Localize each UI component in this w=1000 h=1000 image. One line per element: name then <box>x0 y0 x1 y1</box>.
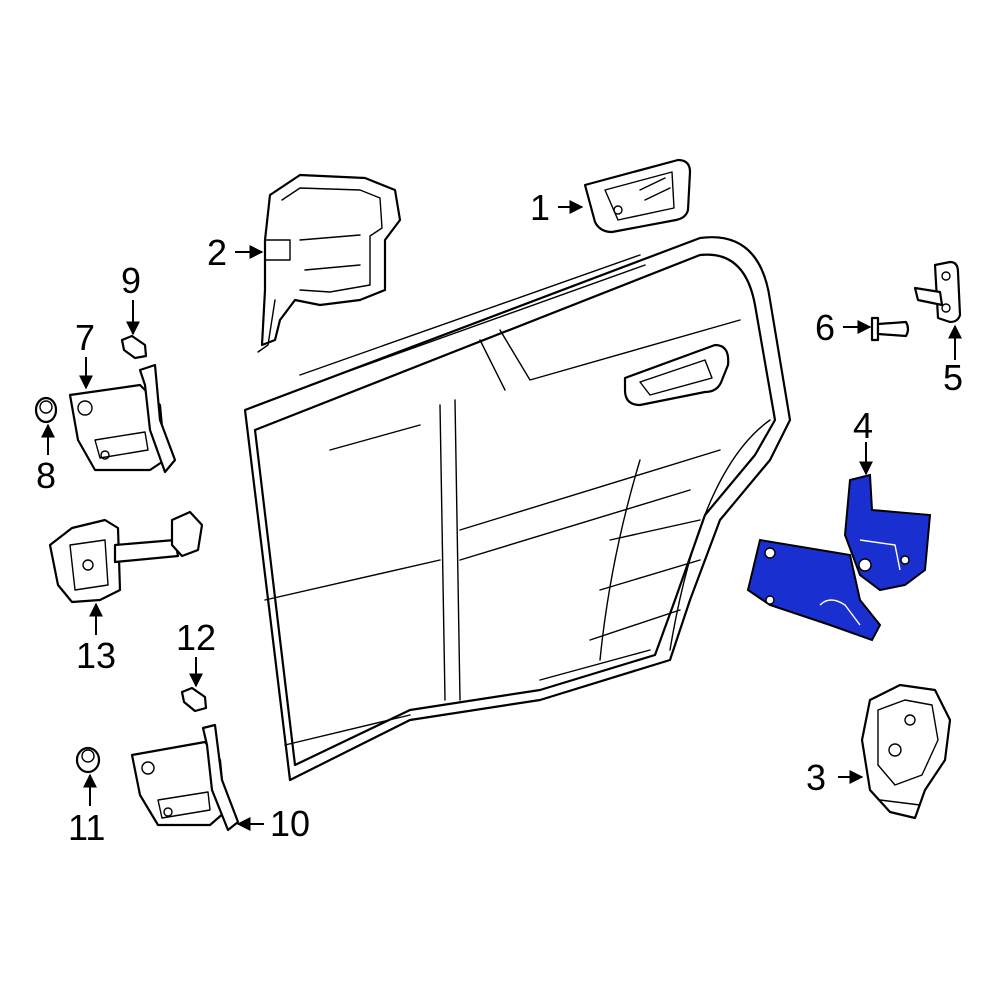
callout-10: 10 <box>270 803 310 844</box>
callout-5: 5 <box>943 357 963 398</box>
callout-labels: 1 2 3 4 5 6 7 8 9 10 11 12 13 <box>36 187 963 848</box>
callout-4: 4 <box>853 405 873 446</box>
callout-3: 3 <box>806 757 826 798</box>
part-2-door-latch <box>257 173 402 353</box>
part-8-nut <box>34 396 58 424</box>
callout-11: 11 <box>68 807 105 848</box>
door-shell <box>243 236 792 782</box>
callout-1: 1 <box>530 187 550 228</box>
callout-12: 12 <box>176 617 216 658</box>
callout-leaders <box>41 200 962 831</box>
callout-8: 8 <box>36 455 56 496</box>
part-10-lower-hinge <box>130 723 240 832</box>
callout-9: 9 <box>121 260 141 301</box>
callout-13: 13 <box>76 635 116 676</box>
part-4-window-regulator <box>746 473 932 642</box>
part-6-bolt <box>870 316 910 342</box>
part-13-door-check <box>48 510 204 604</box>
callout-7: 7 <box>75 317 95 358</box>
regulator-motor-plate <box>746 538 882 642</box>
part-9-clip <box>120 334 148 360</box>
part-7-upper-hinge <box>68 363 177 474</box>
callout-6: 6 <box>815 307 835 348</box>
part-5-striker <box>913 260 962 324</box>
part-11-nut <box>75 746 101 774</box>
regulator-bracket <box>843 473 932 592</box>
callout-2: 2 <box>207 232 227 273</box>
part-1-interior-handle <box>583 158 692 234</box>
part-3-lock-actuator <box>860 683 952 820</box>
part-12-clip <box>180 686 208 713</box>
